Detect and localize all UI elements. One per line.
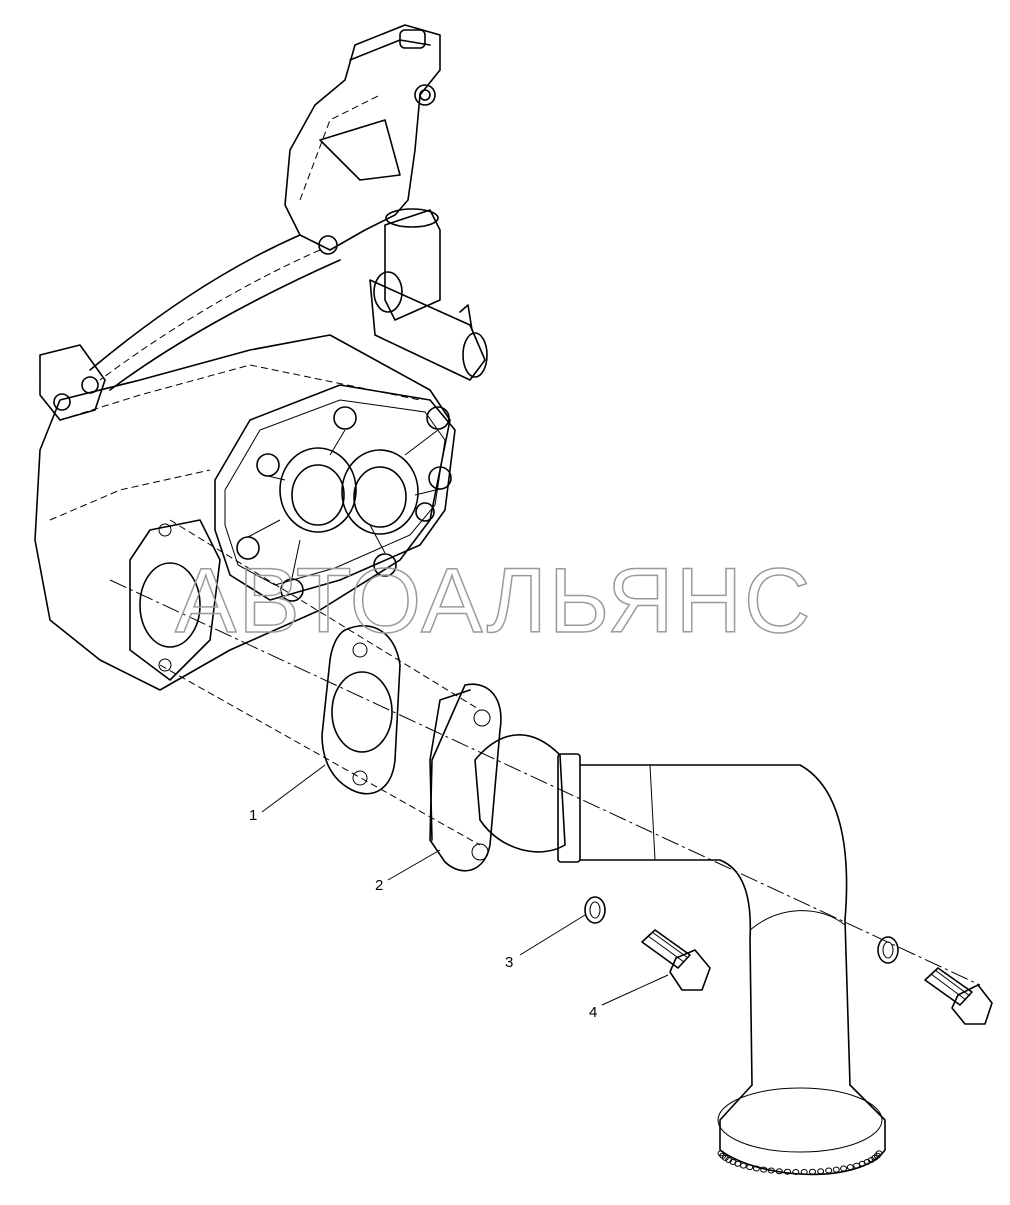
callout-2: 2 [375,849,441,894]
callout-4: 4 [589,974,669,1021]
callout-3: 3 [505,914,586,971]
bolt [641,929,993,1025]
strainer-hole [853,1162,861,1169]
strainer-hole [767,1167,775,1174]
strainer-hole [817,1168,825,1175]
oil-pump-housing [34,24,488,691]
strainer-hole [825,1167,833,1174]
suction-pipe [429,683,886,1176]
callout-1: 1 [249,764,326,824]
strainer-holes [717,1150,883,1175]
strainer-hole [800,1169,808,1175]
strainer-hole [760,1166,768,1173]
strainer-hole [840,1165,848,1172]
strainer-hole [846,1164,854,1171]
strainer-hole [746,1164,754,1171]
strainer-hole [775,1168,783,1175]
strainer-hole [752,1165,760,1172]
strainer-hole [739,1162,747,1169]
callout-label-1: 1 [249,807,257,824]
assembly-axis-lines [109,519,981,986]
gasket [321,625,401,795]
strainer-hole [792,1169,800,1175]
callout-label-4: 4 [589,1004,597,1021]
strainer-hole [784,1168,791,1175]
callout-label-2: 2 [375,877,383,894]
strainer-hole [875,1150,883,1157]
callout-label-3: 3 [505,954,513,971]
washer [584,896,899,964]
cover-bolts [236,406,452,602]
watermark-text: АВТОАЛЬЯНС [175,550,813,652]
strainer-hole [809,1168,816,1175]
strainer-hole [832,1166,840,1173]
